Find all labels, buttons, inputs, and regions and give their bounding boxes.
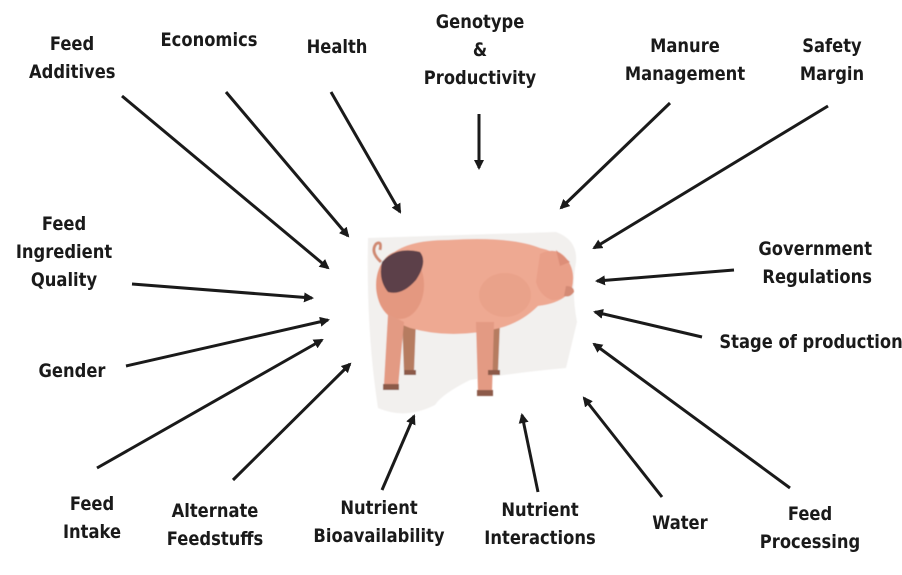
label-feed-intake: Feed Intake (58, 490, 127, 546)
label-feed-processing: Feed Processing (758, 500, 861, 556)
label-water: Water (646, 509, 715, 537)
label-manure-management: Manure Management (621, 32, 750, 88)
arrow-stage-of-production (595, 312, 702, 337)
label-health: Health (302, 33, 373, 61)
label-government-regulations: Government Regulations (724, 235, 872, 291)
arrow-government-regulations (597, 270, 734, 281)
arrow-health (331, 92, 400, 212)
arrow-water (584, 398, 662, 497)
label-nutrient-bioavailability: Nutrient Bioavailability (309, 494, 448, 550)
label-alternate-feedstuffs: Alternate Feedstuffs (159, 497, 271, 553)
arrow-nutrient-bioavailability (382, 416, 414, 490)
arrow-feed-ingredient-quality (132, 284, 312, 298)
pig-illustration (368, 232, 577, 413)
label-gender: Gender (31, 357, 114, 385)
arrow-feed-intake (97, 340, 322, 468)
label-genotype-productivity: Genotype & Productivity (411, 8, 549, 92)
label-economics: Economics (153, 26, 265, 54)
arrow-manure-management (561, 103, 670, 208)
label-feed-additives: Feed Additives (29, 30, 115, 86)
arrow-nutrient-interactions (522, 415, 538, 492)
arrow-feed-processing (594, 344, 790, 488)
label-feed-ingredient-quality: Feed Ingredient Quality (12, 210, 115, 294)
label-nutrient-interactions: Nutrient Interactions (476, 496, 603, 552)
arrow-gender (126, 320, 328, 366)
arrow-economics (226, 92, 348, 236)
label-safety-margin: Safety Margin (791, 32, 874, 88)
arrow-feed-additives (122, 96, 328, 268)
label-stage-of-production: Stage of production (719, 328, 900, 356)
arrow-safety-margin (594, 106, 828, 248)
